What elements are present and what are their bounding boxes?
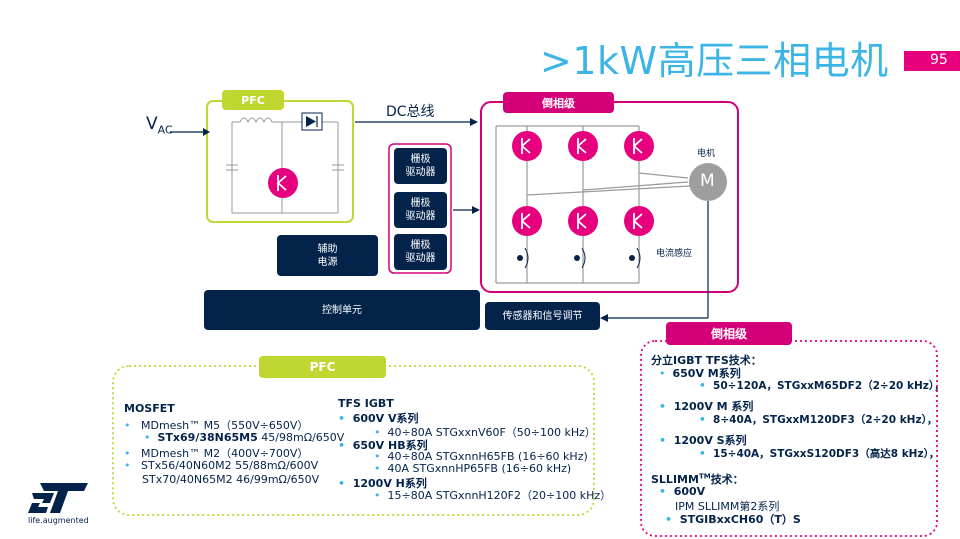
- igbt-heading: TFS IGBT: [338, 397, 394, 410]
- list-item: • 40÷80A STGxxnV60F（50÷100 kHz）: [374, 426, 596, 439]
- list-item: • 650V HB系列: [338, 439, 428, 452]
- list-item: • 1200V S系列: [659, 434, 747, 447]
- list-item: • 40A STGxnnHP65FB (16÷60 kHz): [374, 462, 572, 475]
- aux-power-block: 辅助 电源: [277, 235, 378, 276]
- list-item: • STx69/38N65M5 45/98mΩ/650V: [144, 431, 345, 444]
- list-item: • 15÷40A，STGxxS120DF3（高达8 kHz），: [699, 448, 940, 460]
- list-item: • 1200V M 系列: [659, 400, 754, 413]
- sensor-conditioning-block: 传感器和信号调节: [485, 302, 600, 330]
- list-item: • 8÷40A，STGxxM120DF3（2÷20 kHz），: [699, 414, 938, 426]
- current-sense-label: 电流感应: [656, 249, 693, 259]
- pfc-panel-tab: PFC: [259, 356, 386, 378]
- page-number: 95: [930, 52, 948, 68]
- gate-driver-2: 栅极 驱动器: [394, 192, 447, 228]
- list-item: • 600V V系列: [338, 412, 419, 425]
- list-item: • STx56/40N60M2 55/88mΩ/600V: [124, 459, 319, 472]
- page-number-box: [904, 51, 960, 71]
- control-unit-block: 控制单元: [204, 290, 480, 330]
- list-item: • MDmesh™ M2（400V÷700V）: [124, 447, 309, 460]
- inverter-tab: 倒相级: [503, 92, 614, 113]
- list-item: • MDmesh™ M5（550V÷650V）: [124, 419, 309, 432]
- list-item: • 1200V H系列: [338, 477, 427, 490]
- list-item: IPM SLLIMM第2系列: [675, 500, 780, 513]
- list-item: • STGIBxxCH60（T）S: [665, 513, 801, 526]
- slide-title: >1kW高压三相电机: [540, 39, 889, 83]
- st-logo: [28, 483, 88, 513]
- inverter-heading: 分立IGBT TFS技术：: [651, 354, 762, 367]
- list-item: • 50÷120A，STGxxM65DF2（2÷20 kHz），: [699, 380, 945, 392]
- logo-tagline: life.augmented: [28, 516, 89, 525]
- dc-bus-label: DC总线: [386, 104, 435, 120]
- motor-label: 电机: [697, 149, 716, 159]
- slllimm-heading: SLLIMMTM技术：: [651, 472, 744, 486]
- pfc-tab: PFC: [222, 90, 284, 110]
- list-item: • 40÷80A STGxnnH65FB (16÷60 kHz): [374, 450, 588, 463]
- inverter-panel-tab: 倒相级: [666, 322, 792, 345]
- motor-symbol: M: [700, 171, 715, 191]
- list-item: STx70/40N65M2 46/99mΩ/650V: [142, 473, 320, 486]
- list-item: • 650V M系列: [659, 367, 741, 380]
- list-item: • 600V: [659, 485, 706, 498]
- gate-driver-3: 栅极 驱动器: [394, 234, 447, 270]
- mosfet-heading: MOSFET: [124, 402, 175, 415]
- gate-driver-1: 栅极 驱动器: [394, 148, 447, 184]
- list-item: • 15÷80A STGxnnH120F2（20÷100 kHz）: [374, 489, 612, 502]
- vac-label: VAC: [146, 114, 173, 137]
